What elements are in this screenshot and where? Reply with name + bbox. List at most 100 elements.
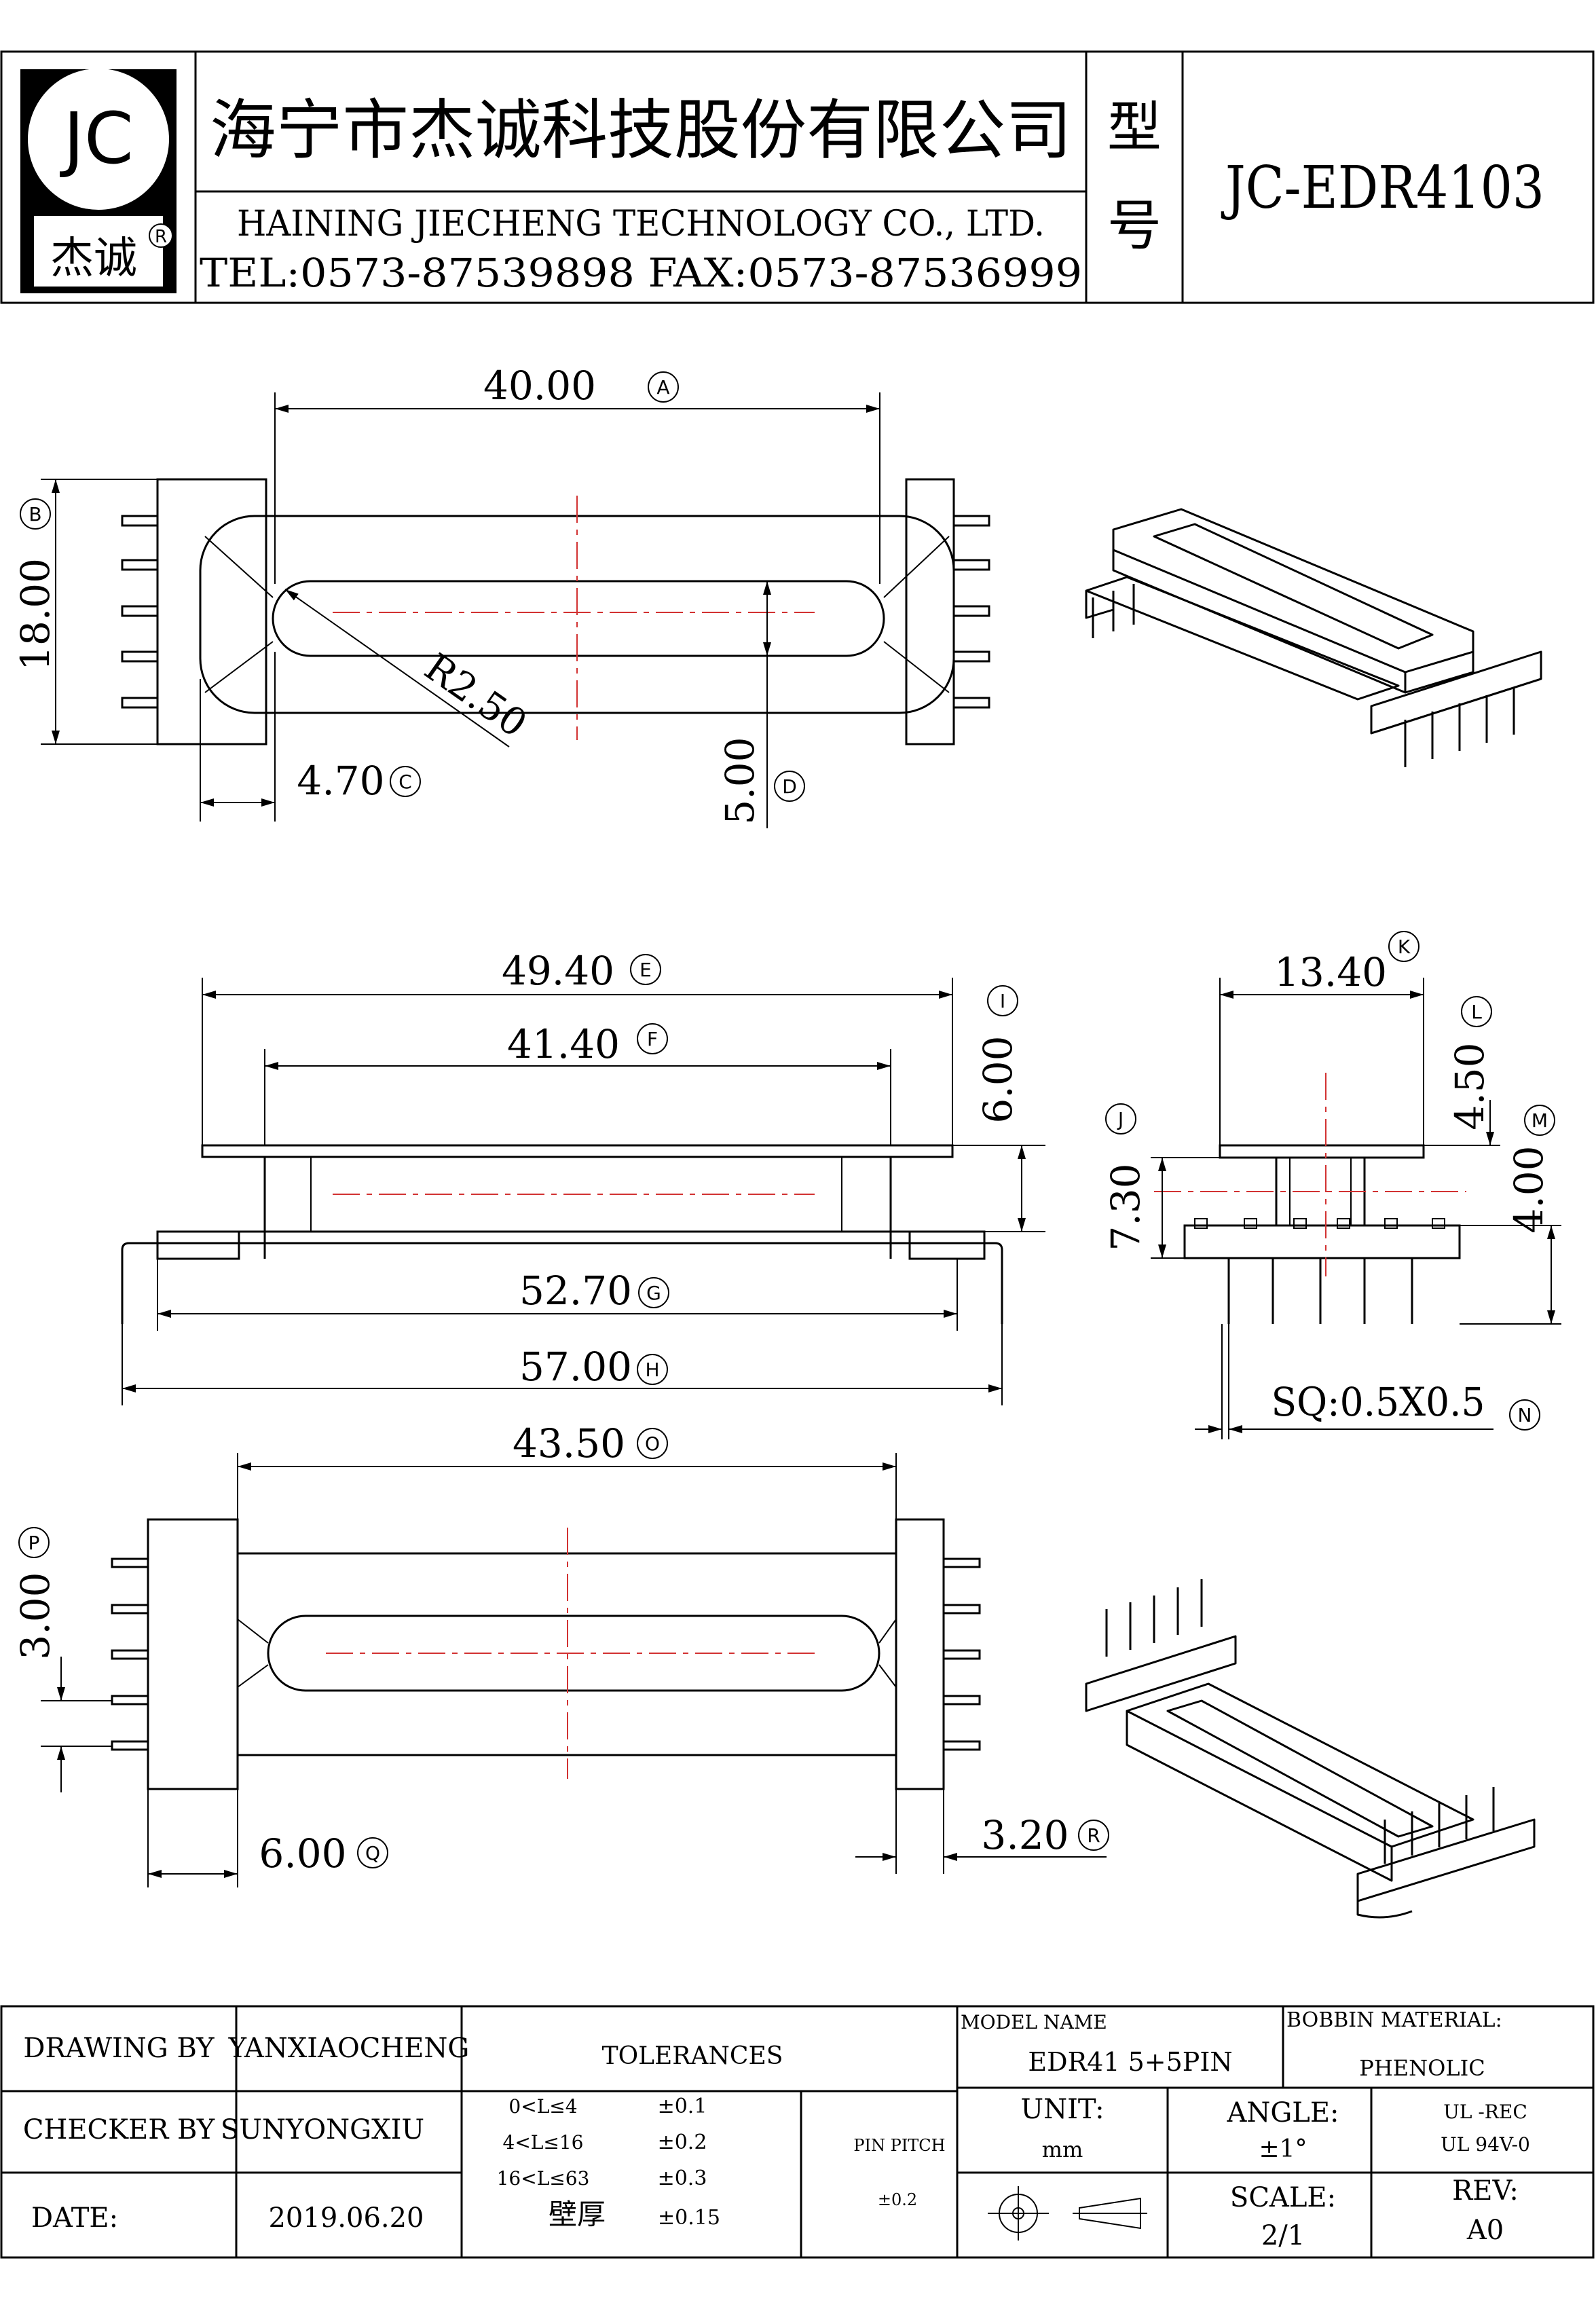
dim-j-tag: J <box>1105 1103 1136 1135</box>
model-name-value: EDR41 5+5PIN <box>1028 2047 1232 2077</box>
dim-h-tag: H <box>637 1354 668 1385</box>
svg-text:K: K <box>1398 936 1411 958</box>
dim-g-value: 52.70 <box>519 1268 632 1314</box>
model-label-2: 号 <box>1107 194 1162 257</box>
pins-right <box>952 515 990 709</box>
rev-label: REV: <box>1452 2175 1519 2207</box>
logo-text: JC <box>59 97 133 180</box>
dim-d-tag: D <box>774 771 805 802</box>
top-flange <box>201 1144 954 1158</box>
dim-a-tag: A <box>648 371 679 403</box>
dim-l-value: 4.50 <box>1447 1042 1493 1130</box>
dim-b-value: 18.00 <box>12 558 58 671</box>
dim-f-value: 41.40 <box>507 1021 620 1067</box>
model-name-label: MODEL NAME <box>961 2011 1107 2033</box>
company-name-en: HAINING JIECHENG TECHNOLOGY CO., LTD. <box>237 204 1045 244</box>
dim-i-value: 6.00 <box>975 1035 1021 1123</box>
checker-by-label: CHECKER BY <box>23 2114 215 2145</box>
dim-r-tag: R <box>1078 1820 1109 1851</box>
bottom-right-flange <box>895 1518 945 1790</box>
tolerance-range: 4<L≤16 <box>503 2131 584 2154</box>
dim-e-value: 49.40 <box>502 948 614 994</box>
svg-text:B: B <box>29 503 41 525</box>
scale-value: 2/1 <box>1261 2220 1305 2251</box>
tolerance-table: 0<L≤4 ±0.1 4<L≤16 ±0.2 16<L≤63 ±0.3 壁厚 ±… <box>497 2095 720 2231</box>
pins-left <box>121 515 159 709</box>
dim-m-tag: M <box>1524 1105 1555 1136</box>
dim-f-tag: F <box>637 1023 668 1054</box>
svg-text:A: A <box>656 376 669 399</box>
company-logo: JC 杰诚 R <box>20 69 177 293</box>
dim-l-tag: L <box>1461 996 1492 1027</box>
bottom-flange <box>156 1230 986 1244</box>
svg-text:J: J <box>1117 1108 1124 1130</box>
dim-p-tag: P <box>18 1527 50 1558</box>
dim-h-value: 57.00 <box>519 1344 632 1390</box>
radius-label: R2.50 <box>417 645 535 746</box>
dim-o-tag: O <box>637 1428 668 1459</box>
model-number: JC-EDR4103 <box>1221 154 1544 222</box>
dim-b-tag: B <box>20 498 51 530</box>
svg-text:H: H <box>645 1359 659 1381</box>
tolerance-value: ±0.15 <box>658 2206 720 2230</box>
ul-94v0: UL 94V-0 <box>1441 2133 1530 2156</box>
drawing-by-label: DRAWING BY <box>23 2033 215 2064</box>
unit-label: UNIT: <box>1020 2094 1104 2125</box>
svg-text:P: P <box>29 1532 40 1554</box>
dim-i-tag: I <box>987 985 1018 1016</box>
front-view <box>121 978 1045 1405</box>
dim-m-value: 4.00 <box>1506 1145 1552 1233</box>
ul-rec: UL -REC <box>1443 2101 1527 2123</box>
svg-text:C: C <box>398 771 412 793</box>
svg-text:E: E <box>639 959 652 981</box>
dim-p-value: 3.00 <box>12 1572 58 1659</box>
dim-j-value: 7.30 <box>1102 1163 1149 1251</box>
pin-pitch-value: ±0.2 <box>878 2190 917 2209</box>
dim-c-value: 4.70 <box>297 758 384 804</box>
company-name-cn: 海宁市杰诚科技股份有限公司 <box>210 92 1072 168</box>
tolerance-range: 壁厚 <box>549 2198 606 2231</box>
dim-n-value: SQ:0.5X0.5 <box>1272 1379 1485 1425</box>
checker-by-value: SUNYONGXIU <box>221 2114 424 2145</box>
side-view <box>1151 978 1561 1439</box>
tolerance-value: ±0.1 <box>658 2095 707 2118</box>
svg-text:M: M <box>1532 1109 1548 1132</box>
material-value: PHENOLIC <box>1359 2055 1485 2081</box>
drawing-by-value: YANXIAOCHENG <box>228 2033 470 2064</box>
svg-text:N: N <box>1518 1404 1532 1426</box>
projection-symbol-icon <box>988 2186 1147 2241</box>
rev-value: A0 <box>1466 2215 1504 2246</box>
svg-text:D: D <box>782 775 797 798</box>
tolerances-label: TOLERANCES <box>602 2042 783 2070</box>
dim-r-value: 3.20 <box>981 1812 1069 1858</box>
company-contact: TEL:0573-87539898 FAX:0573-87536999 <box>200 250 1082 296</box>
date-label: DATE: <box>31 2202 118 2234</box>
side-base <box>1183 1224 1461 1259</box>
logo-cn: 杰诚 <box>50 234 137 284</box>
dim-a-value: 40.00 <box>483 363 596 409</box>
bottom-view <box>41 1453 1107 1887</box>
angle-value: ±1° <box>1259 2135 1307 2163</box>
isometric-view-top <box>1085 508 1542 767</box>
header-frame <box>0 50 1595 304</box>
svg-text:Q: Q <box>365 1842 380 1864</box>
tolerance-range: 0<L≤4 <box>508 2095 577 2118</box>
left-flange <box>156 478 267 745</box>
dim-n-tag: N <box>1509 1399 1540 1431</box>
top-view <box>41 392 990 828</box>
svg-text:G: G <box>646 1282 661 1304</box>
dim-d-value: 5.00 <box>717 737 763 824</box>
dim-k-value: 13.40 <box>1274 949 1387 995</box>
title-block <box>0 2005 1595 2259</box>
dim-q-tag: Q <box>357 1837 388 1868</box>
material-label: BOBBIN MATERIAL: <box>1286 2008 1502 2032</box>
dim-k-tag: K <box>1388 931 1419 962</box>
dim-q-value: 6.00 <box>259 1830 346 1877</box>
svg-text:R: R <box>1087 1824 1100 1847</box>
bottom-left-flange <box>147 1518 239 1790</box>
pin-pitch-label: PIN PITCH <box>853 2136 945 2155</box>
dim-e-tag: E <box>630 954 661 985</box>
tolerance-value: ±0.2 <box>658 2131 707 2154</box>
scale-label: SCALE: <box>1230 2182 1336 2213</box>
